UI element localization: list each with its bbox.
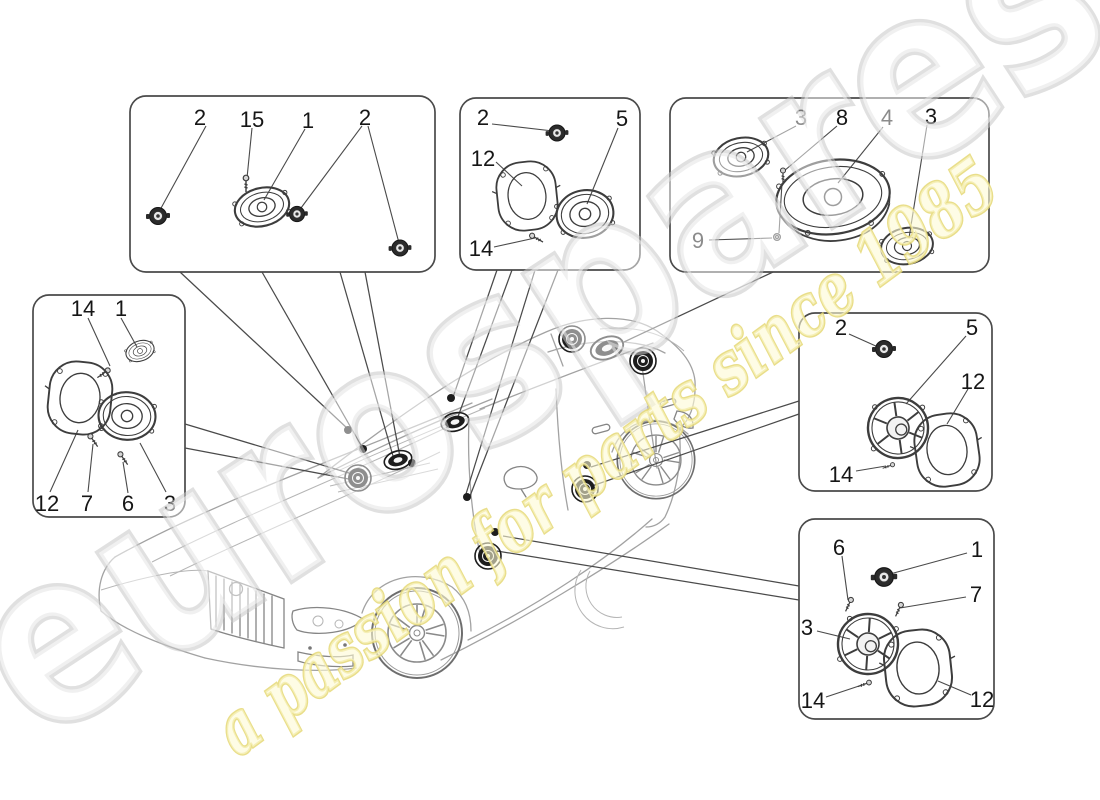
label-leader-line	[491, 123, 554, 132]
label-leader-line	[746, 125, 797, 153]
part-callout-label: 12	[961, 369, 985, 394]
label-leader-line	[837, 126, 884, 184]
callout-box-front-door-woofer	[798, 518, 995, 720]
label-leader-line	[87, 317, 111, 367]
leader-line	[184, 423, 353, 475]
label-leader-line	[87, 443, 94, 493]
part-callout-label: 2	[194, 105, 206, 130]
leader-line	[455, 269, 513, 423]
tail-lamp	[673, 410, 694, 429]
part-callout-label: 14	[829, 462, 853, 487]
side-mirror	[503, 465, 538, 490]
leader-line	[623, 271, 774, 343]
part-callout-label: 12	[970, 687, 994, 712]
part-callout-label: 9	[692, 228, 704, 253]
leader-line	[590, 400, 800, 468]
label-leader-line	[493, 237, 536, 248]
leader-line	[502, 535, 800, 587]
label-leader-line	[937, 680, 972, 696]
part-callout-label: 4	[881, 105, 893, 130]
label-leader-line	[816, 630, 851, 640]
door-handle	[659, 397, 677, 409]
label-leader-line	[367, 125, 400, 244]
leader-line	[261, 271, 363, 448]
part-callout-label: 14	[801, 688, 825, 713]
label-leader-line	[122, 461, 129, 494]
part-callout-label: 3	[925, 104, 937, 129]
part-callout-label: 8	[836, 105, 848, 130]
part-callout-label: 3	[164, 491, 176, 516]
leader-line	[451, 269, 498, 401]
part-callout-label: 3	[795, 105, 807, 130]
label-leader-line	[778, 182, 783, 234]
leader-line	[339, 271, 394, 457]
label-leader-line	[495, 161, 523, 187]
label-leader-line	[946, 388, 969, 425]
label-leader-line	[49, 429, 79, 493]
label-leader-line	[855, 465, 887, 472]
part-callout-label: 7	[970, 582, 982, 607]
part-callout-label: 1	[971, 537, 983, 562]
label-leader-line	[899, 596, 967, 609]
label-leader-line	[841, 555, 849, 601]
part-callout-label: 15	[240, 107, 264, 132]
label-leader-line	[905, 335, 967, 405]
label-leader-line	[246, 127, 253, 179]
part-callout-label: 6	[833, 535, 845, 560]
part-callout-label: 7	[81, 491, 93, 516]
leader-line	[469, 269, 559, 497]
label-leader-line	[825, 684, 863, 698]
part-callout-label: 5	[616, 106, 628, 131]
leader-line	[179, 271, 349, 430]
door-handle	[591, 423, 611, 435]
front-wheel	[371, 587, 463, 679]
leader-line	[184, 447, 355, 481]
callout-box-front-door-mid-speaker	[459, 97, 641, 271]
part-callout-label: 12	[471, 146, 495, 171]
part-callout-label: 1	[302, 108, 314, 133]
part-callout-label: 2	[477, 105, 489, 130]
leader-line	[588, 413, 800, 488]
part-callout-label: 2	[835, 315, 847, 340]
part-callout-label: 1	[115, 296, 127, 321]
label-leader-lines	[49, 123, 972, 698]
label-leader-line	[297, 125, 363, 213]
leader-line	[465, 269, 536, 495]
part-callout-label: 3	[801, 615, 813, 640]
part-callout-label: 2	[359, 105, 371, 130]
trident-logo	[228, 581, 244, 597]
part-callout-label: 14	[71, 296, 95, 321]
label-leader-line	[889, 552, 968, 575]
headlight	[291, 606, 364, 635]
label-leader-line	[159, 125, 207, 211]
part-callout-label: 12	[35, 491, 59, 516]
label-leader-line	[139, 442, 167, 493]
label-leader-line	[908, 124, 928, 239]
label-leader-line	[708, 237, 773, 241]
leader-line	[496, 550, 800, 601]
callout-box-dashboard-speakers	[129, 95, 436, 273]
part-callout-label: 14	[469, 236, 493, 261]
car-leader-lines	[179, 269, 800, 601]
part-callout-label: 6	[122, 491, 134, 516]
label-leader-line	[848, 333, 879, 348]
label-leader-line	[783, 125, 838, 172]
part-callout-label: 5	[966, 315, 978, 340]
callout-boxes	[32, 95, 995, 720]
leader-line	[364, 271, 401, 458]
